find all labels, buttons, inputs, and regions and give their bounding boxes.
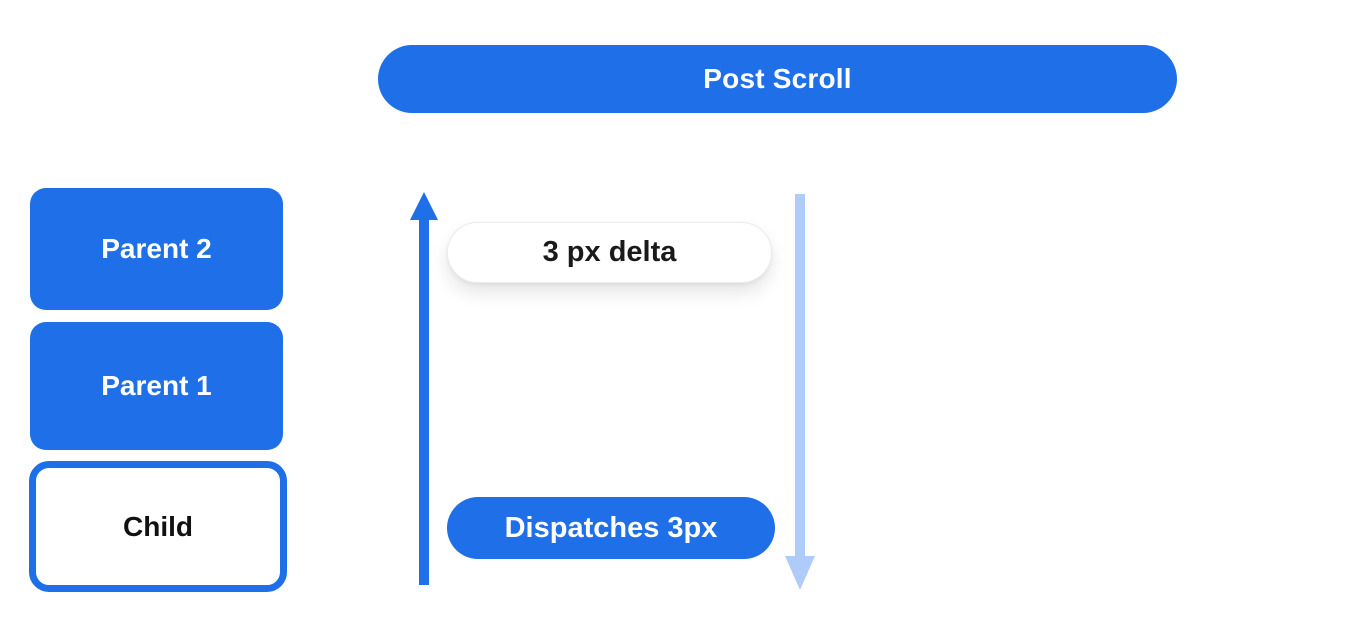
- dispatches-label: Dispatches 3px: [504, 511, 718, 544]
- arrow-up-icon: [410, 192, 438, 585]
- parent1-box: Parent 1: [30, 322, 283, 450]
- post-scroll-pill: Post Scroll: [378, 45, 1177, 113]
- parent1-label: Parent 1: [101, 370, 212, 401]
- post-scroll-label: Post Scroll: [703, 63, 852, 94]
- arrow-down-icon: [785, 194, 815, 590]
- parent2-box: Parent 2: [30, 188, 283, 310]
- delta-pill: 3 px delta: [447, 222, 772, 283]
- child-box: Child: [29, 461, 287, 592]
- parent2-label: Parent 2: [101, 233, 212, 264]
- delta-label: 3 px delta: [542, 236, 677, 268]
- child-label: Child: [123, 510, 193, 542]
- dispatches-pill: Dispatches 3px: [447, 497, 775, 559]
